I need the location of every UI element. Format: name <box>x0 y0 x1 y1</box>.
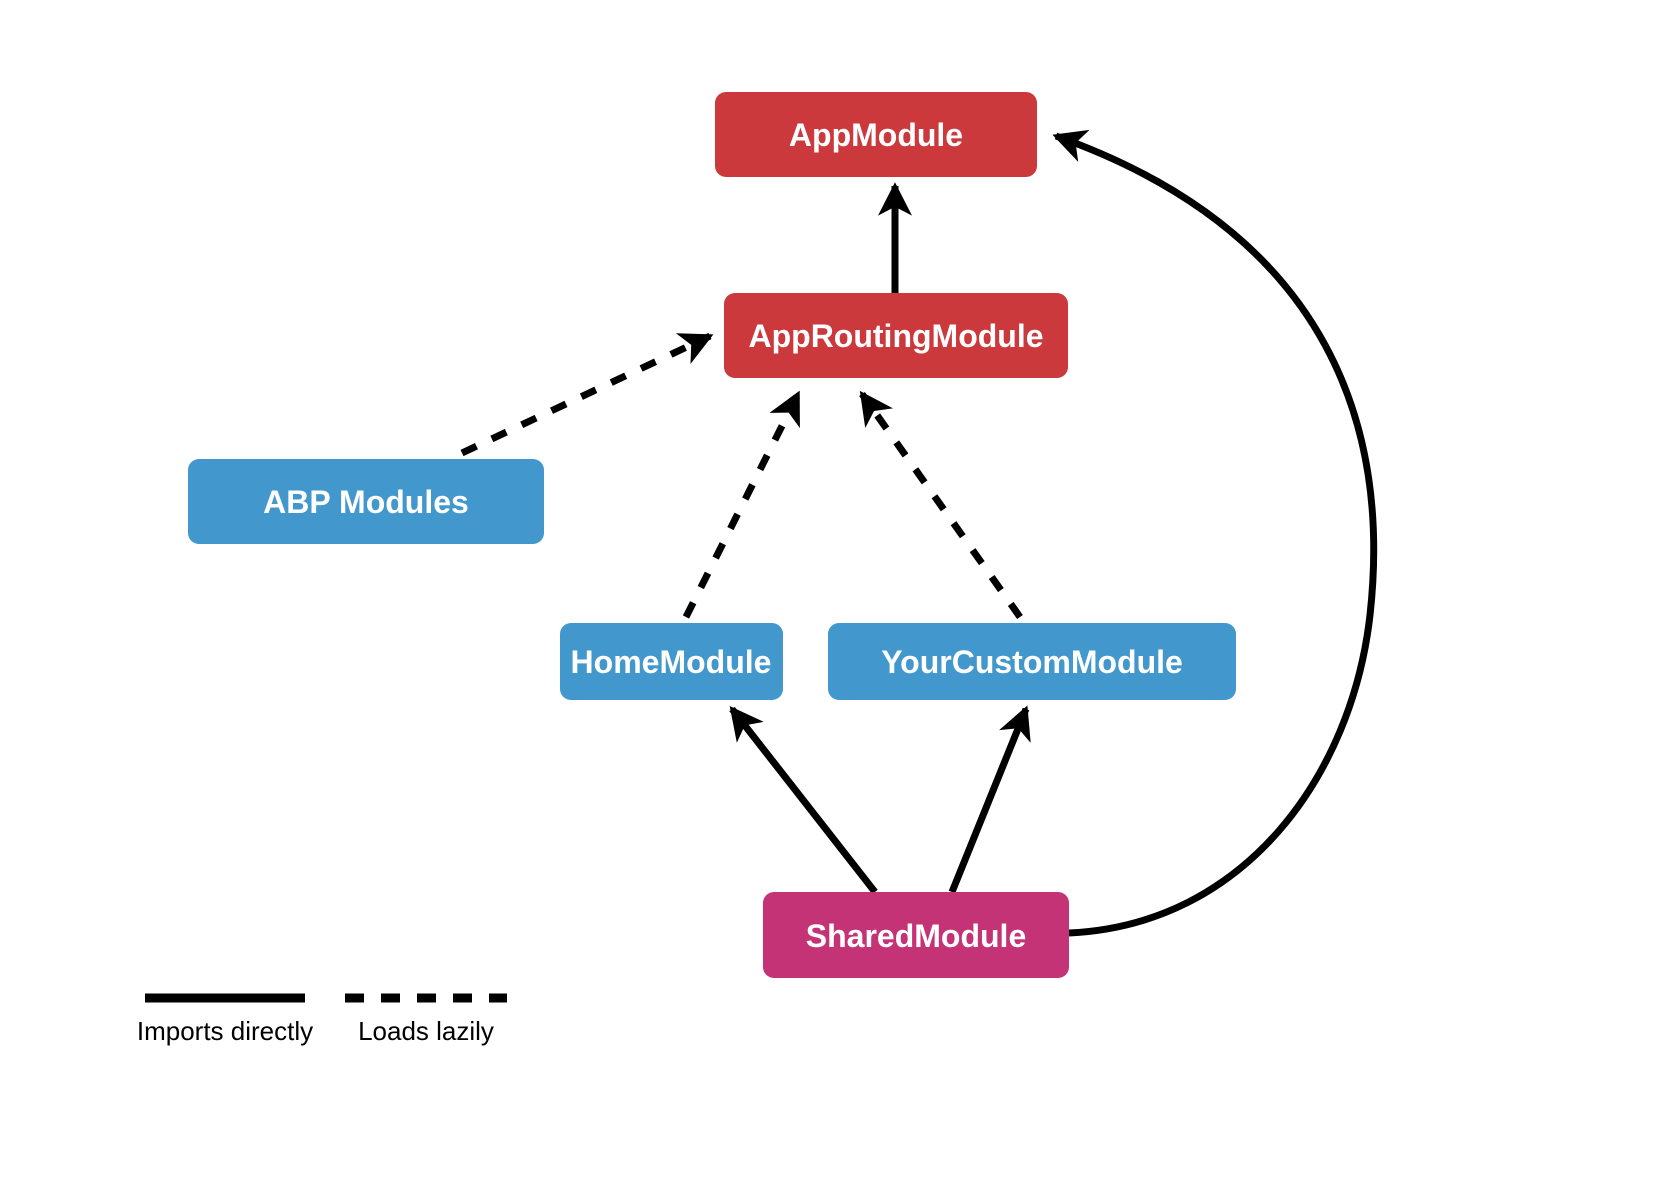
edge-homemodule-to-approutingmodule <box>682 390 802 619</box>
node-approutingmodule-label: AppRoutingModule <box>748 318 1043 354</box>
node-sharedmodule: SharedModule <box>763 892 1069 978</box>
node-sharedmodule-box <box>763 892 1069 978</box>
edge-abpmodules-to-approutingmodule <box>460 332 714 457</box>
node-yourcustommodule-label: YourCustomModule <box>881 644 1183 680</box>
node-yourcustommodule-box <box>828 623 1236 700</box>
node-approutingmodule-box <box>724 293 1068 378</box>
edge-sharedmodule-to-appmodule-curved <box>1052 129 1378 937</box>
edge-sharedmodule-to-yourcustommodule <box>948 705 1031 894</box>
node-appmodule-box <box>715 92 1037 177</box>
node-approutingmodule: AppRoutingModule <box>724 293 1068 378</box>
edge-yourcustommodule-to-approutingmodule <box>859 390 1023 620</box>
node-abpmodules: ABP Modules <box>188 459 544 544</box>
node-homemodule: HomeModule <box>560 623 783 700</box>
node-homemodule-box <box>560 623 783 700</box>
node-homemodule-label: HomeModule <box>571 644 772 680</box>
node-sharedmodule-label: SharedModule <box>806 918 1026 954</box>
legend-dashed-label: Loads lazily <box>358 1016 494 1046</box>
legend: Imports directly Loads lazily <box>137 993 507 1046</box>
edge-sharedmodule-to-homemodule <box>729 706 878 895</box>
legend-solid-label: Imports directly <box>137 1016 313 1046</box>
node-appmodule: AppModule <box>715 92 1037 177</box>
node-yourcustommodule: YourCustomModule <box>828 623 1236 700</box>
node-abpmodules-label: ABP Modules <box>263 484 469 520</box>
node-abpmodules-box <box>188 459 544 544</box>
node-appmodule-label: AppModule <box>789 117 963 153</box>
